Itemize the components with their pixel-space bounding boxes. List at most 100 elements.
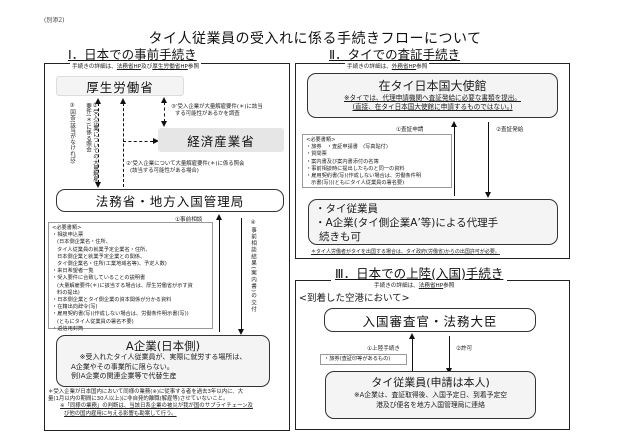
doc-item: 料の提出) bbox=[57, 289, 80, 296]
section2-footnote: ＊タイ人労働者がタイを出国する場合は、タイ政府(労働省)からの出国許可が必要。 bbox=[311, 249, 500, 256]
doc-item: ・事前相談時に提出したものと同一の資料 bbox=[306, 165, 405, 172]
landing-procedure-arrow bbox=[409, 333, 415, 371]
note-text: 参照 bbox=[416, 64, 428, 70]
label-3dash-line1: ③’受入企業が大量解雇要件(＊)に該当 bbox=[171, 104, 263, 110]
doc-item: ・在籍出向辞令(写) bbox=[52, 304, 98, 311]
doc-item: ・返信用封筒 bbox=[52, 325, 84, 332]
docs-title: <必要書類> bbox=[52, 225, 82, 231]
label-permission: ②許可 bbox=[456, 346, 473, 352]
doc-item: (ともにタイ人従業員の署名不要) bbox=[57, 318, 134, 325]
section1-note: 手続きの詳細は、法務省HP及び厚生労働省HP参照 bbox=[70, 62, 202, 70]
section1-title: Ⅰ．日本での事前手続き bbox=[64, 44, 201, 63]
employee-note2: 港及び便名を地方入国管理局に連絡 bbox=[376, 401, 485, 409]
note-text: 参照 bbox=[187, 64, 200, 70]
doc-item: 示書(写))(ともにタイ人従業員の署名要) bbox=[311, 180, 405, 187]
doc-item: タイ人従業員の就業予定企業名・住所、 bbox=[57, 246, 151, 253]
footnote-underlined: び他の国内雇用に与える影響も勘案して行う。 bbox=[64, 410, 177, 417]
company-a-note1: ※受入れたタイ人従業員が、実際に就労する場所は、 bbox=[79, 353, 247, 361]
embassy-title: 在タイ日本国大使館 bbox=[378, 79, 487, 93]
section2-title: Ⅱ．タイでの査証手続き bbox=[325, 44, 465, 63]
mhlw-box: 厚生労働省 bbox=[56, 76, 184, 96]
doc-item: (日本側企業名・住所、 bbox=[57, 239, 111, 246]
immigration-inspector-label: 入国審査官・法務大臣 bbox=[362, 313, 498, 329]
doc-item: ・案内書及び案内書添付の名簿 bbox=[306, 158, 379, 165]
label-visa-issuance: ②査証発給 bbox=[496, 127, 524, 133]
doc-item: ・受入要件に合致していることの説明書 bbox=[52, 275, 146, 282]
visa-issuance-arrow bbox=[485, 122, 491, 198]
company-a-title: A企業(日本側) bbox=[125, 339, 201, 353]
prior-consultation-arrow bbox=[216, 214, 222, 332]
applicant-line1: ・タイ従業員 bbox=[315, 203, 378, 215]
label-1-prior-consultation: ①事前相談 bbox=[175, 217, 203, 223]
doc-item: ・相談申込票 bbox=[52, 232, 84, 239]
consultation-result-arrow bbox=[238, 218, 244, 335]
note-text: 及び bbox=[141, 64, 153, 70]
label-2dash: ②’受入企業について大量解雇要件(＊)に係る照会 (該当する可能性がある場合) bbox=[126, 161, 244, 175]
label-2dash-line1: ②’受入企業について大量解雇要件(＊)に係る照会 bbox=[126, 161, 245, 167]
embassy-note1: ※タイでは、代理申請機関へ査証発給に必要な書類を提出。 bbox=[344, 94, 521, 102]
company-a-note2: A企業やその事業所に限らない。 bbox=[71, 362, 174, 371]
footnote-line: ＊受入企業が日本国内において同様の業務(※)に従事する者を過去3年以内に、大 bbox=[48, 389, 244, 395]
footnote-underlined: ※「同様の業務」の判断は、当該日系企業の被災が我が国のサプライチェーン及 bbox=[60, 403, 253, 410]
immigration-bureau-label: 法務省・地方入国管理局 bbox=[95, 194, 245, 209]
meti-label: 経済産業省 bbox=[187, 133, 255, 149]
section2-required-docs: <必要書類> ・旅券 ・査証申請書 (写真貼付) ・質問票 ・案内書及び案内書添… bbox=[302, 134, 452, 188]
section2-note: 手続きの詳細は、外務省HP参照 bbox=[345, 62, 430, 70]
moj-hp-link[interactable]: 法務省HP bbox=[116, 64, 142, 70]
embassy-box: 在タイ日本国大使館 ※タイでは、代理申請機関へ査証発給に必要な書類を提出。 (直… bbox=[307, 73, 558, 118]
immigration-to-mhlw-dashed-arrow bbox=[120, 98, 126, 187]
section1-footnote: ＊受入企業が日本国内において同様の業務(※)に従事する者を過去3年以内に、大 量… bbox=[48, 389, 288, 418]
docs-title: <必要書類> bbox=[306, 137, 336, 143]
employee-note1: ※A企業は、査証取得後、入国予定日、到着予定空 bbox=[353, 391, 508, 399]
immigration-inspector-box: 入国審査官・法務大臣 bbox=[324, 308, 536, 332]
employee-title: タイ従業員(申請は本人) bbox=[371, 376, 490, 389]
footnote-line: び他の国内雇用に与える影響も勘案して行う。 bbox=[48, 411, 288, 418]
attachment-label: (別添2) bbox=[44, 17, 65, 24]
section3-note: 手続きの詳細は、法務省HP参照 bbox=[372, 281, 457, 289]
note-text: 手続きの詳細は、 bbox=[347, 64, 392, 70]
section2-frame bbox=[295, 63, 570, 259]
label-visa-application: ①査証申請 bbox=[396, 127, 424, 133]
label-2dash-line2: (該当する可能性がある場合) bbox=[130, 168, 199, 174]
visa-application-arrow bbox=[451, 121, 457, 196]
doc-item: タイ側企業名・住所(工業地域名等)、予定人数) bbox=[57, 261, 167, 268]
visa-applicant-box: ・タイ従業員 ・A企業(タイ側企業A’等)による代理手 続きも可 bbox=[308, 199, 558, 245]
mhlw-hp-link[interactable]: 厚生労働省HP bbox=[152, 64, 188, 70]
section3-required-docs: ・旅券(査証印等があるもの) bbox=[320, 354, 407, 365]
doc-item: ・雇用契約書(写)(作成しない場合は、労働条件明 bbox=[306, 173, 422, 180]
applicant-line3: 続きも可 bbox=[319, 231, 361, 243]
mhlw-immigration-arrow bbox=[95, 98, 101, 188]
note-text: 手続きの詳細は、 bbox=[72, 64, 117, 70]
mofa-hp-link[interactable]: 外務省HP bbox=[391, 64, 417, 70]
immigration-bureau-box: 法務省・地方入国管理局 bbox=[56, 189, 284, 212]
label-4-vertical: ④事前相談結果(案内書)の交付 bbox=[250, 220, 256, 313]
mhlw-label: 厚生労働省 bbox=[86, 79, 154, 95]
meti-box: 経済産業省 bbox=[158, 128, 284, 152]
doc-item: ・雇用契約書(写)(作成しない場合は、労働条件明示書(写)) bbox=[52, 311, 189, 318]
company-a-note3: 例)A企業の関連企業等で代替生産 bbox=[71, 372, 177, 380]
airport-label: <到着した空港において> bbox=[299, 293, 410, 304]
doc-item: (大量解雇要件(＊)に該当する場合は、厚生労働省が示す資 bbox=[57, 282, 193, 289]
doc-item: ・質問票 bbox=[306, 151, 327, 158]
doc-item: ・旅券 ・査証申請書 (写真貼付) bbox=[306, 144, 388, 151]
doc-item: ・日本側企業とタイ側企業の資本関係が分かる資料 bbox=[52, 297, 172, 304]
embassy-note2: (直接、在タイ日本国大使館に申請するものではない。) bbox=[352, 103, 513, 111]
thai-employee-box: タイ従業員(申請は本人) ※A企業は、査証取得後、入国予定日、到着予定空 港及び… bbox=[325, 371, 536, 419]
section1-required-docs: <必要書類> ・相談申込票 (日本側企業名・住所、 タイ人従業員の就業予定企業名… bbox=[48, 222, 213, 332]
to-meti-dashed-arrow bbox=[123, 138, 159, 144]
section3-title: Ⅲ．日本での上陸(入国)手続き bbox=[331, 263, 508, 282]
label-3-vertical: ③回答(該当がなければ) bbox=[69, 103, 75, 164]
doc-item: ・旅券(査証印等があるもの) bbox=[324, 356, 391, 362]
footnote-line: ※「同様の業務」の判断は、当該日系企業の被災が我が国のサプライチェーン及 bbox=[48, 403, 288, 410]
company-a-box: A企業(日本側) ※受入れたタイ人従業員が、実際に就労する場所は、 A企業やその… bbox=[56, 335, 270, 387]
label-3dash-line2: する可能性があるかを調査 bbox=[175, 111, 240, 117]
label-landing-procedure: ①上陸手続き bbox=[367, 346, 400, 352]
label-2-vertical: ②受入企業についての大量解雇要件(＊)に係る照会 bbox=[85, 103, 98, 182]
note-text: 参照 bbox=[443, 283, 455, 289]
mhlw-meti-dashed-arrow bbox=[161, 97, 167, 127]
permission-arrow bbox=[446, 336, 452, 374]
moj-hp-link[interactable]: 法務省HP bbox=[418, 283, 444, 289]
label-3dash: ③’受入企業が大量解雇要件(＊)に該当 する可能性があるかを調査 bbox=[171, 104, 263, 118]
doc-item: ・来日希望者一覧 bbox=[52, 268, 94, 275]
page-title: タイ人従業員の受入れに係る手続きフローについて bbox=[148, 31, 482, 47]
